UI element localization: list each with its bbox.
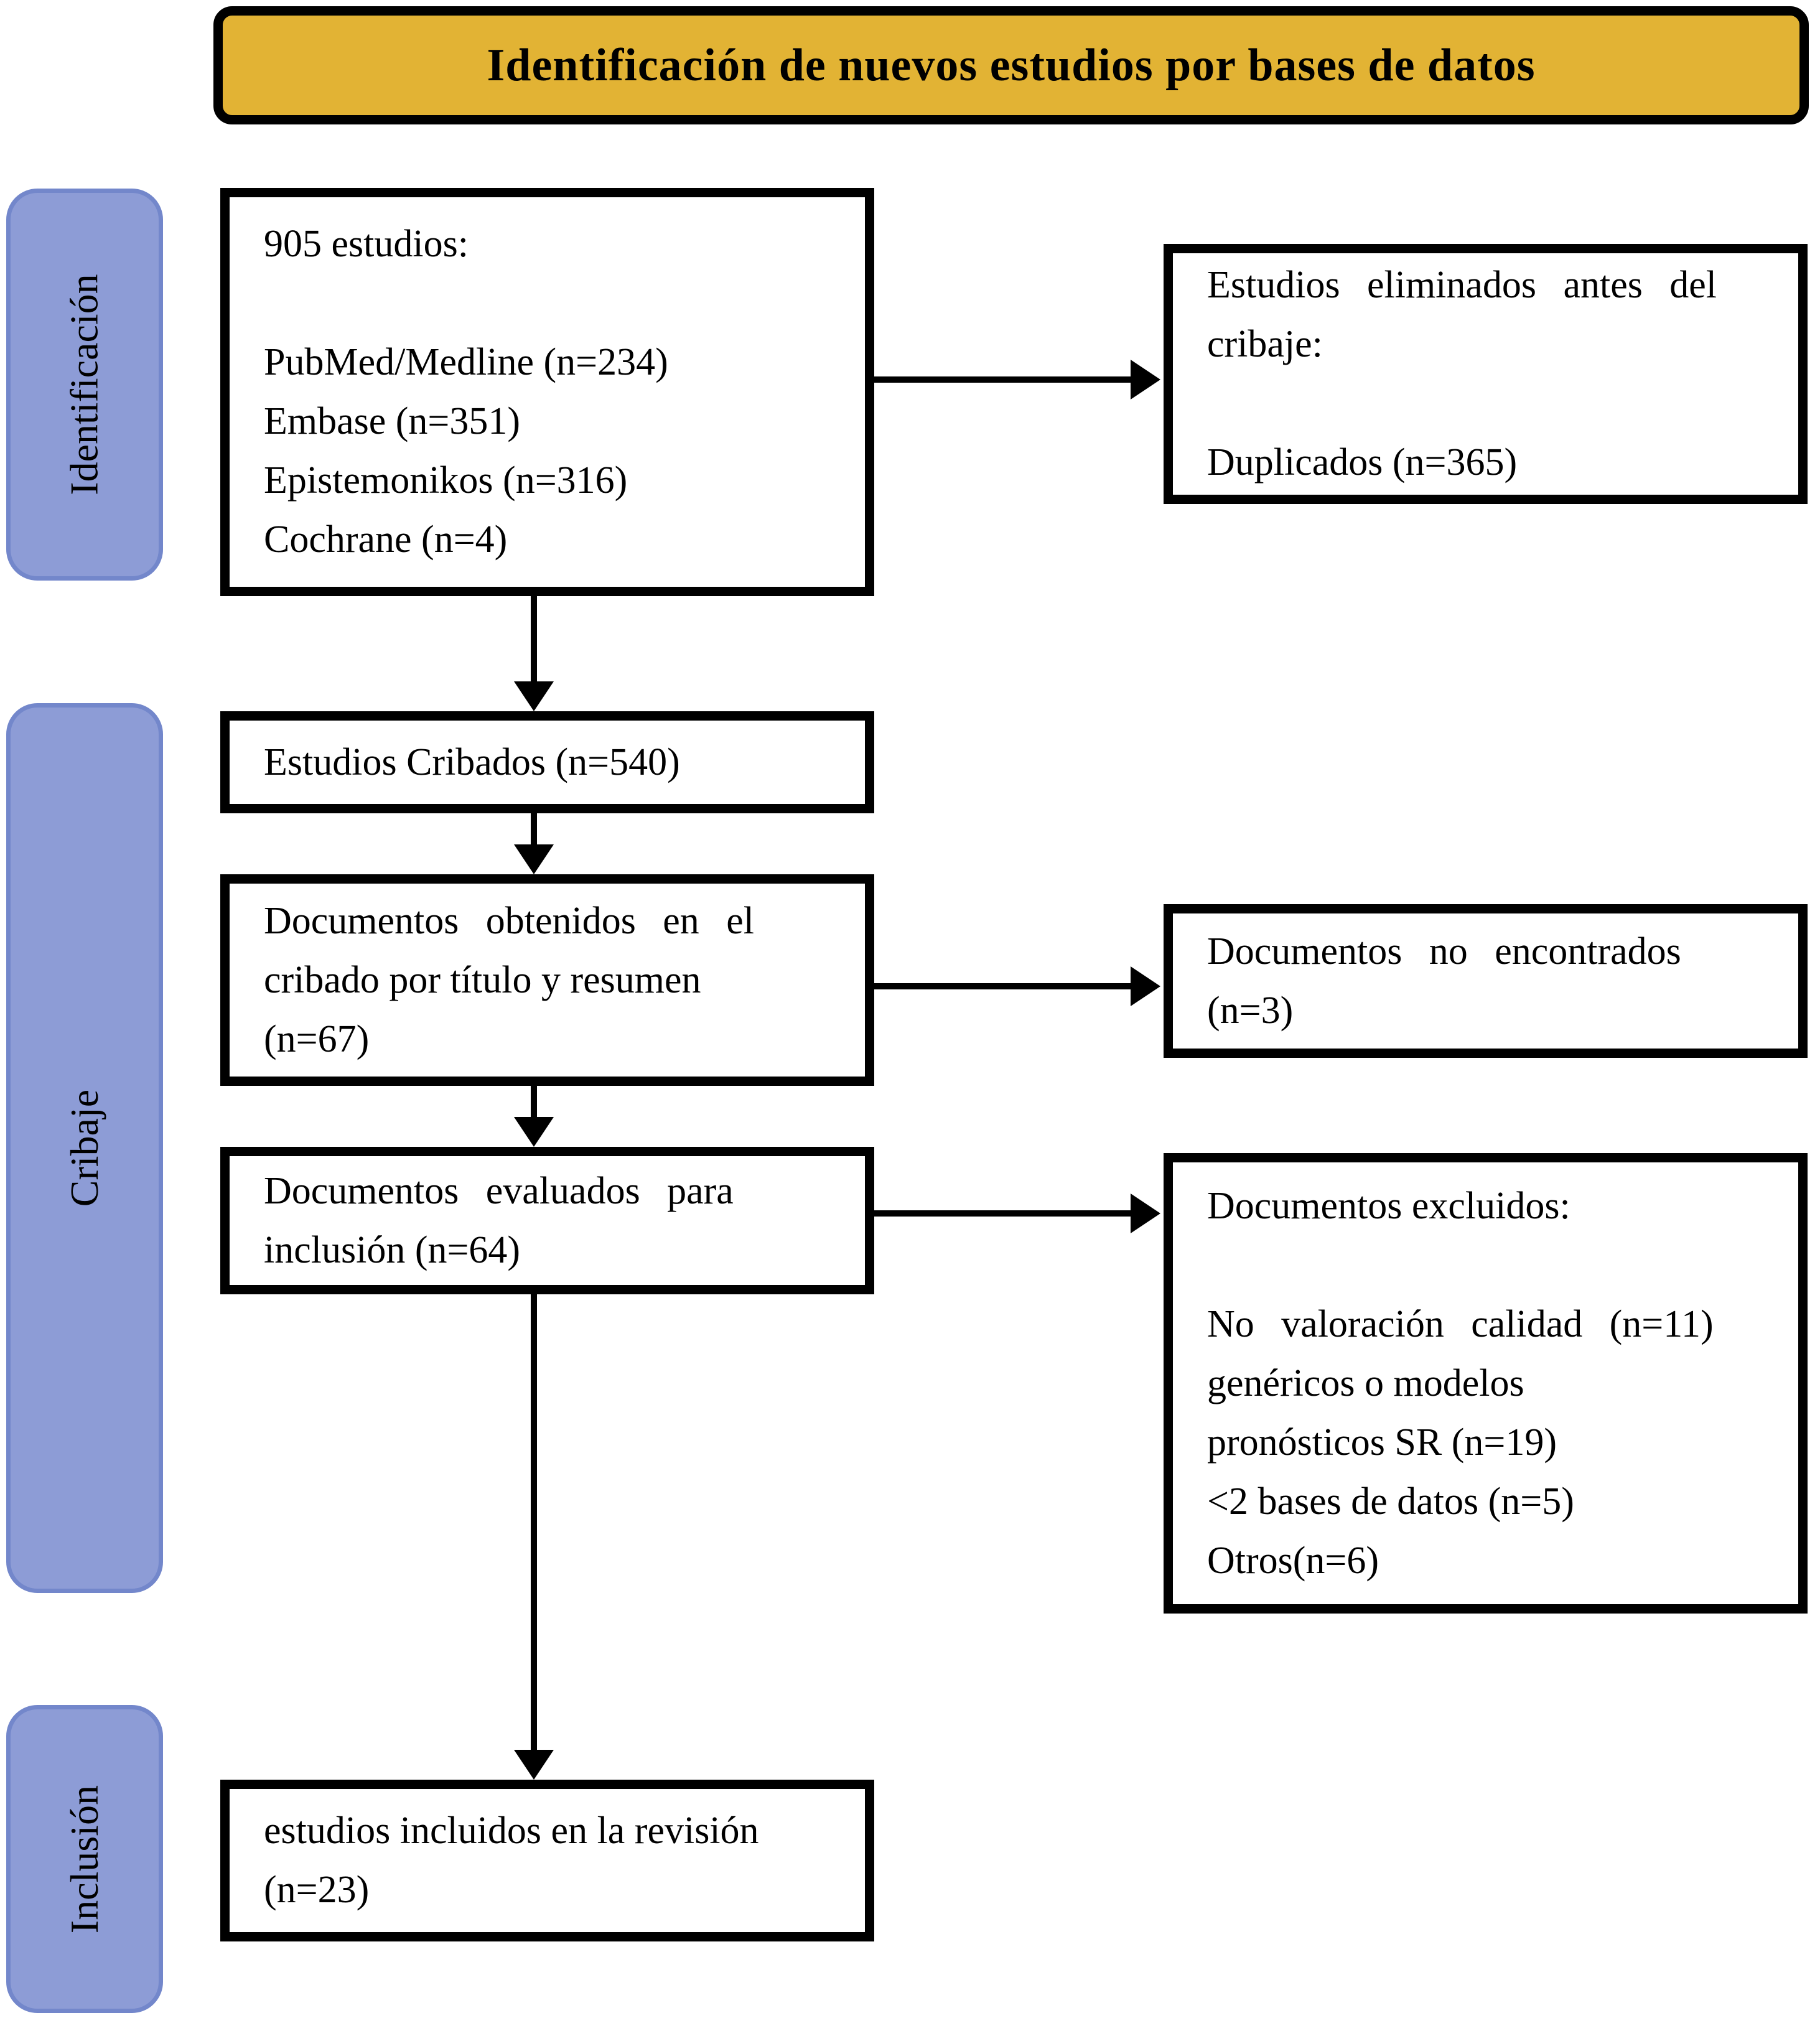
- box-excluded-line-3: genéricos o modelos: [1207, 1362, 1524, 1404]
- arrow-assessed-to-excluded-head: [1131, 1194, 1160, 1233]
- box-excluded-line-2: No valoración calidad (n=11): [1207, 1302, 1714, 1345]
- arrow-screened-to-retrieved-shaft: [531, 813, 537, 846]
- box-sources-line-5: Cochrane (n=4): [264, 518, 508, 561]
- box-screened: Estudios Cribados (n=540): [220, 711, 874, 813]
- box-excluded: Documentos excluidos: No valoración cali…: [1164, 1153, 1808, 1614]
- arrow-retrieved-to-not-found-head: [1131, 966, 1160, 1006]
- arrow-assessed-to-included-head: [514, 1750, 554, 1780]
- box-sources-line-2: PubMed/Medline (n=234): [264, 341, 668, 383]
- arrow-retrieved-to-not-found-shaft: [874, 983, 1134, 989]
- box-removed-line-3: Duplicados (n=365): [1207, 441, 1518, 483]
- arrow-sources-to-removed-head: [1131, 360, 1160, 399]
- box-sources: 905 estudios: PubMed/Medline (n=234) Emb…: [220, 188, 874, 596]
- arrow-sources-to-screened-shaft: [531, 596, 537, 683]
- arrow-assessed-to-included-shaft: [531, 1294, 537, 1752]
- box-retrieved-line-0: Documentos obtenidos en el: [264, 899, 754, 942]
- box-removed-line-0: Estudios eliminados antes del: [1207, 264, 1717, 306]
- arrow-retrieved-to-assessed-head: [514, 1117, 554, 1147]
- box-included-line-1: (n=23): [264, 1869, 370, 1911]
- box-excluded-line-4: pronósticos SR (n=19): [1207, 1421, 1557, 1464]
- box-included: estudios incluidos en la revisión (n=23): [220, 1780, 874, 1941]
- box-screened-line-0: Estudios Cribados (n=540): [264, 740, 680, 783]
- stage-pill-identification: Identificación: [6, 189, 163, 581]
- box-assessed-line-0: Documentos evaluados para: [264, 1169, 734, 1212]
- box-sources-line-4: Epistemonikos (n=316): [264, 459, 628, 502]
- title-banner: Identificación de nuevos estudios por ba…: [213, 6, 1809, 124]
- box-assessed-line-1: inclusión (n=64): [264, 1228, 521, 1271]
- stage-label-inclusion: Inclusión: [62, 1785, 106, 1933]
- box-retrieved-line-2: (n=67): [264, 1017, 370, 1060]
- box-not-found-line-1: (n=3): [1207, 989, 1294, 1032]
- box-excluded-line-1: [1207, 1236, 1773, 1295]
- box-excluded-line-5: <2 bases de datos (n=5): [1207, 1480, 1574, 1523]
- box-removed-line-2: [1207, 374, 1773, 433]
- box-excluded-line-6: Otros(n=6): [1207, 1539, 1379, 1582]
- box-retrieved: Documentos obtenidos en el cribado por t…: [220, 874, 874, 1086]
- box-removed-line-1: cribaje:: [1207, 323, 1323, 365]
- box-not-found-line-0: Documentos no encontrados: [1207, 930, 1681, 973]
- arrow-sources-to-removed-shaft: [874, 376, 1134, 383]
- arrow-assessed-to-excluded-shaft: [874, 1210, 1134, 1217]
- arrow-sources-to-screened-head: [514, 681, 554, 711]
- box-removed: Estudios eliminados antes del cribaje: D…: [1164, 244, 1808, 504]
- box-excluded-line-0: Documentos excluidos:: [1207, 1184, 1570, 1227]
- arrow-screened-to-retrieved-head: [514, 844, 554, 874]
- box-not-found: Documentos no encontrados (n=3): [1164, 904, 1808, 1058]
- box-sources-line-1: [264, 274, 840, 333]
- box-included-line-0: estudios incluidos en la revisión: [264, 1810, 759, 1852]
- stage-pill-screening: Cribaje: [6, 703, 163, 1593]
- arrow-retrieved-to-assessed-shaft: [531, 1086, 537, 1119]
- box-sources-line-0: 905 estudios:: [264, 223, 469, 265]
- stage-label-screening: Cribaje: [62, 1089, 106, 1207]
- stage-label-identification: Identificación: [62, 274, 106, 495]
- box-sources-line-3: Embase (n=351): [264, 400, 521, 442]
- box-assessed: Documentos evaluados para inclusión (n=6…: [220, 1147, 874, 1294]
- page-title: Identificación de nuevos estudios por ba…: [487, 39, 1536, 91]
- box-retrieved-line-1: cribado por título y resumen: [264, 958, 701, 1001]
- stage-pill-inclusion: Inclusión: [6, 1705, 163, 2013]
